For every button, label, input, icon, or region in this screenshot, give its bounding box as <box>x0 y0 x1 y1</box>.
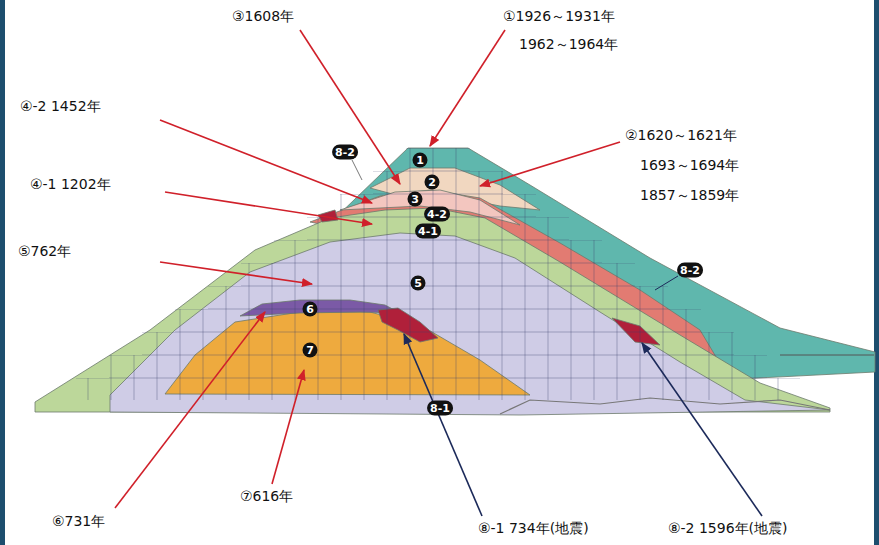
frame-edge <box>874 0 879 545</box>
layers <box>35 148 875 415</box>
grid-line <box>0 194 879 195</box>
grid-line <box>824 148 825 400</box>
year-label: ②1620～1621年 <box>625 127 737 144</box>
grid-line <box>0 148 879 149</box>
year-label: ④-1 1202年 <box>30 176 111 193</box>
leader-line <box>352 160 362 180</box>
year-label: ⑥731年 <box>52 513 105 530</box>
grid-line <box>341 148 342 400</box>
grid-line <box>364 148 365 400</box>
grid-line <box>778 148 779 400</box>
grid-line <box>410 148 411 400</box>
grid-line <box>594 148 595 400</box>
grid-line <box>456 148 457 400</box>
grid-line <box>571 148 572 400</box>
grid-line <box>640 148 641 400</box>
year-label: ⑧-1 734年(地震) <box>478 520 589 537</box>
grid-line <box>272 148 273 400</box>
callout-number: 5 <box>411 276 426 291</box>
grid-line <box>249 148 250 400</box>
frame-edge <box>0 0 5 545</box>
grid-line <box>663 148 664 400</box>
year-label: ①1926～1931年 <box>503 8 615 25</box>
year-label: ⑦616年 <box>240 488 293 505</box>
grid-line <box>548 148 549 400</box>
grid-line <box>0 263 879 264</box>
callout-number: 2 <box>425 175 440 190</box>
callout-number: 4-2 <box>424 207 450 222</box>
grid-line <box>0 378 879 379</box>
grid-line <box>709 148 710 400</box>
grid <box>0 148 879 400</box>
grid-line <box>0 286 879 287</box>
grid-line <box>0 309 879 310</box>
grid-line <box>180 148 181 400</box>
callout-number: 1 <box>413 153 428 168</box>
grid-line <box>732 148 733 400</box>
leader-arrow <box>404 334 482 516</box>
grid-line <box>134 148 135 400</box>
year-label: ⑤762年 <box>18 243 71 260</box>
callout-number: 7 <box>303 343 318 358</box>
callout-number: 3 <box>408 192 423 207</box>
grid-line <box>870 148 871 400</box>
leader-arrow <box>480 142 620 186</box>
year-label: ⑧-2 1596年(地震) <box>668 520 788 537</box>
grid-line <box>0 240 879 241</box>
grid-line <box>203 148 204 400</box>
year-label: 1693～1694年 <box>640 157 739 174</box>
grid-line <box>0 332 879 333</box>
leader-arrow <box>115 312 265 508</box>
leader-arrow <box>160 262 312 284</box>
grid-line <box>847 148 848 400</box>
ground-line <box>500 398 830 414</box>
callout-number: 8-2 <box>677 263 703 278</box>
grid-line <box>525 148 526 400</box>
grid-line <box>502 148 503 400</box>
leader-arrow <box>160 120 372 203</box>
grid-line <box>295 148 296 400</box>
year-label: ③1608年 <box>232 8 294 25</box>
callout-number: 6 <box>303 302 318 317</box>
leader-arrow <box>272 370 304 484</box>
grid-line <box>801 148 802 400</box>
layer-5 <box>110 233 830 415</box>
callout-number: 4-1 <box>415 224 441 239</box>
grid-line <box>617 148 618 400</box>
year-label: 1962～1964年 <box>519 36 618 53</box>
grid-line <box>755 148 756 400</box>
layer-7 <box>165 312 530 395</box>
layer-8-2 <box>612 318 660 345</box>
leader-arrow <box>430 30 505 146</box>
callout-number: 8-1 <box>427 401 453 416</box>
grid-line <box>0 355 879 356</box>
callout-number: 8-2 <box>332 145 358 160</box>
grid-line <box>387 148 388 400</box>
leader-arrow <box>642 343 762 516</box>
grid-line <box>479 148 480 400</box>
grid-line <box>111 148 112 400</box>
year-label: ④-2 1452年 <box>20 98 101 115</box>
year-label: 1857～1859年 <box>640 187 739 204</box>
leader-line <box>655 276 678 290</box>
leaders <box>115 30 762 516</box>
grid-line <box>0 171 879 172</box>
leader-arrow <box>300 30 400 184</box>
grid-line <box>318 148 319 400</box>
grid-line <box>157 148 158 400</box>
leader-arrow <box>165 192 372 224</box>
ground-line <box>780 355 874 356</box>
